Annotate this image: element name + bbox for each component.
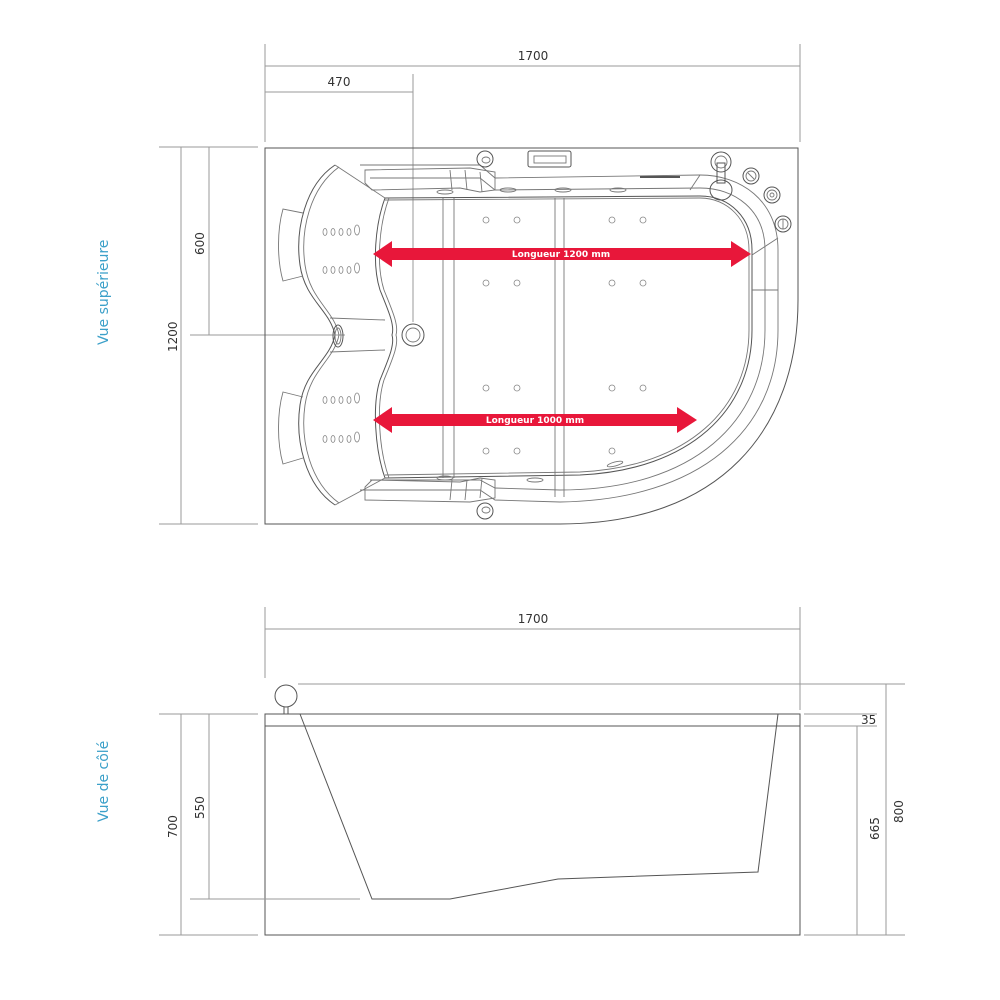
length-arrow-1200: Longueur 1200 mm: [373, 241, 751, 267]
drain-icon: [401, 323, 425, 347]
rim-band-outer: [360, 164, 779, 503]
dim-total-height: 800: [804, 684, 906, 936]
armrest-top: [364, 167, 496, 193]
dim-drain-offset-value: 470: [328, 75, 351, 89]
backrest-outer-2: [303, 166, 340, 504]
dim-half-width-value: 600: [193, 232, 207, 255]
air-control-bottom: [476, 502, 494, 520]
dim-side-length: 1700: [264, 607, 801, 710]
side-view-label: Vue de côlé: [96, 741, 112, 822]
rim-slots: [436, 187, 627, 483]
dim-body-height: 665: [856, 726, 882, 935]
valve-knobs: [742, 167, 792, 233]
length-arrow-1000-label: Longueur 1000 mm: [486, 416, 584, 426]
dim-inner-depth: 550: [190, 714, 360, 900]
dim-total-height-value: 800: [892, 800, 906, 823]
rim-band-mid: [370, 177, 766, 491]
floor-jets: [482, 216, 647, 455]
dim-top-length-value: 1700: [518, 49, 549, 63]
dim-side-length-value: 1700: [518, 612, 549, 626]
tub-outline: [264, 147, 799, 525]
top-view: Vue supérieure 1700 470 1200 600: [96, 44, 801, 525]
control-panel: [527, 150, 572, 168]
overflow-icon: [332, 324, 344, 348]
armrest-bottom: [364, 477, 496, 503]
back-jets: [322, 224, 360, 443]
backrest-inner-2: [378, 197, 398, 479]
length-arrow-1000: Longueur 1000 mm: [373, 407, 697, 433]
dim-half-width: 600: [190, 147, 345, 336]
basin-profile: [299, 713, 779, 900]
air-control-top: [476, 150, 494, 168]
backrest-inner: [374, 197, 394, 479]
side-view: Vue de côlé 1700 700 550: [96, 607, 906, 936]
pillow-bottom: [278, 391, 304, 465]
pillow-top: [278, 208, 304, 282]
faucet-side-icon: [274, 684, 298, 708]
top-view-label: Vue supérieure: [96, 240, 112, 345]
tub-body-side: [264, 713, 801, 936]
basin-outline-inner: [384, 197, 750, 476]
dim-body-height-value: 665: [868, 817, 882, 840]
dim-inner-depth-value: 550: [193, 796, 207, 819]
faucet-icon: [709, 151, 733, 201]
dim-top-length: 1700: [264, 44, 801, 142]
length-arrow-1200-label: Longueur 1200 mm: [512, 250, 610, 260]
basin-outline: [384, 195, 753, 479]
dim-skirt-height-value: 700: [166, 815, 180, 838]
dim-top-width-value: 1200: [166, 321, 180, 352]
dim-top-width: 1200: [159, 146, 258, 525]
dim-rim-thickness: 35: [804, 713, 877, 727]
dim-rim-thickness-value: 35: [861, 713, 876, 727]
